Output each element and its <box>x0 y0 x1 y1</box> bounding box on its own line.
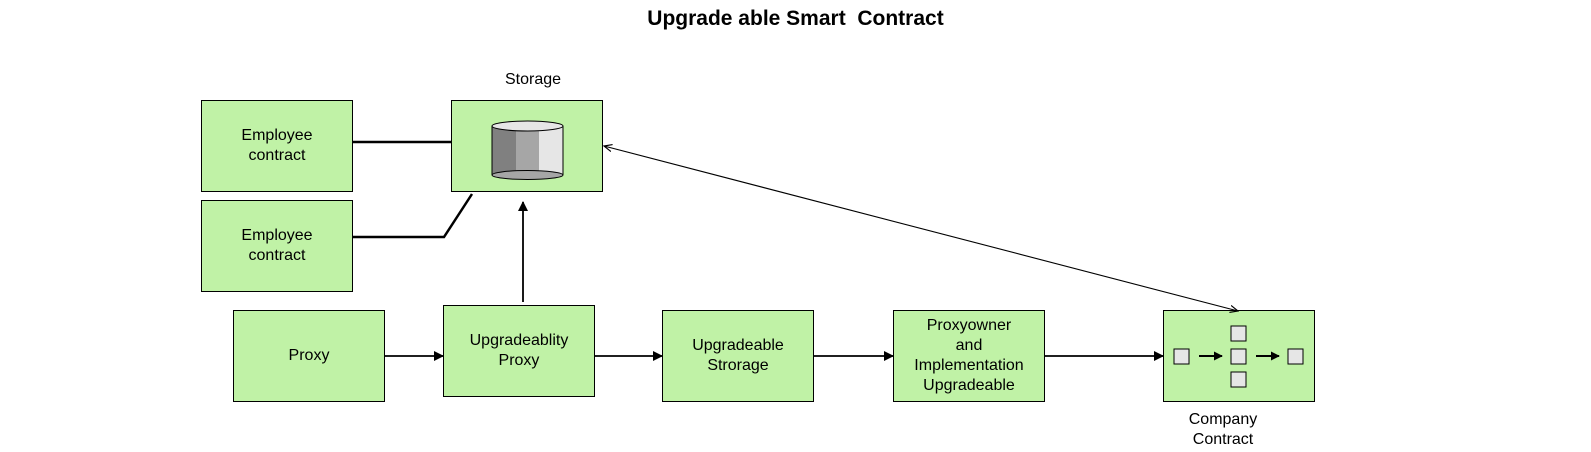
upgradeable-storage-node[interactable]: Upgradeable Strorage <box>662 310 814 402</box>
company-contract-node[interactable] <box>1163 310 1315 402</box>
company-contract-label: Company Contract <box>1188 411 1258 448</box>
employee-contract-node-2[interactable]: Employee contract <box>201 200 353 292</box>
proxyowner-node[interactable]: Proxyowner and Implementation Upgradeabl… <box>893 310 1045 402</box>
diagram-title: Upgrade able Smart Contract <box>647 7 944 30</box>
employee-contract-node-1[interactable]: Employee contract <box>201 100 353 192</box>
connector-employee-2-storage <box>349 193 474 239</box>
storage-node[interactable] <box>451 100 603 192</box>
storage-label: Storage <box>504 71 562 88</box>
database-cylinder-icon <box>491 120 564 180</box>
arrow-company-contract-storage-bidirectional <box>604 146 1238 311</box>
proxy-node[interactable]: Proxy <box>233 310 385 402</box>
upgradeability-proxy-node[interactable]: Upgradeablity Proxy <box>443 305 595 397</box>
workflow-icon <box>1173 325 1304 388</box>
